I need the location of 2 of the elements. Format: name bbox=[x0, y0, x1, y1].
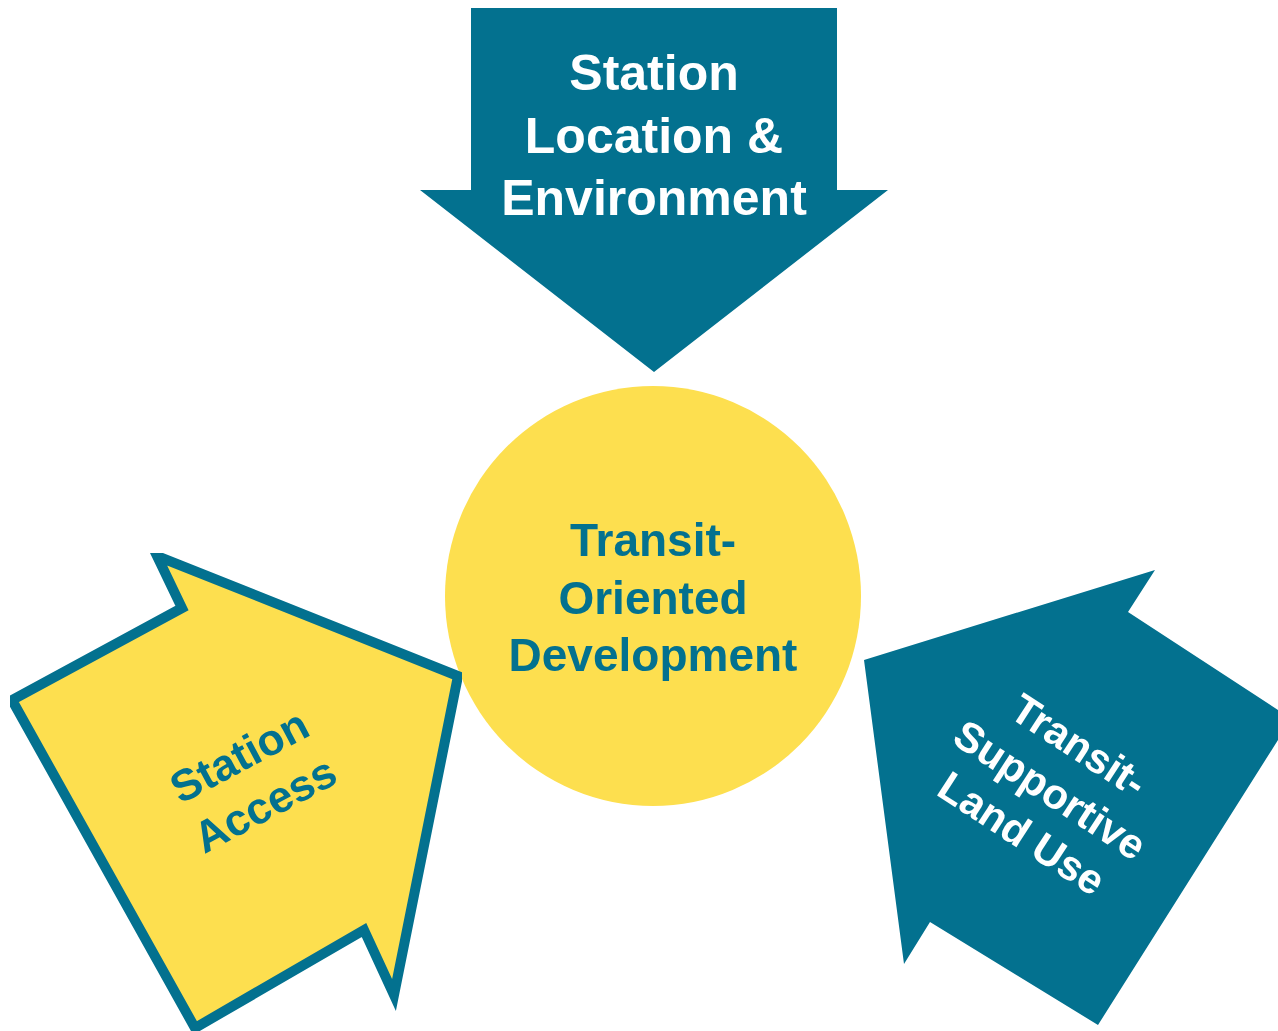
node-label: Transit- Oriented Development bbox=[507, 512, 799, 683]
node-label: Station Location & Environment bbox=[500, 44, 808, 229]
